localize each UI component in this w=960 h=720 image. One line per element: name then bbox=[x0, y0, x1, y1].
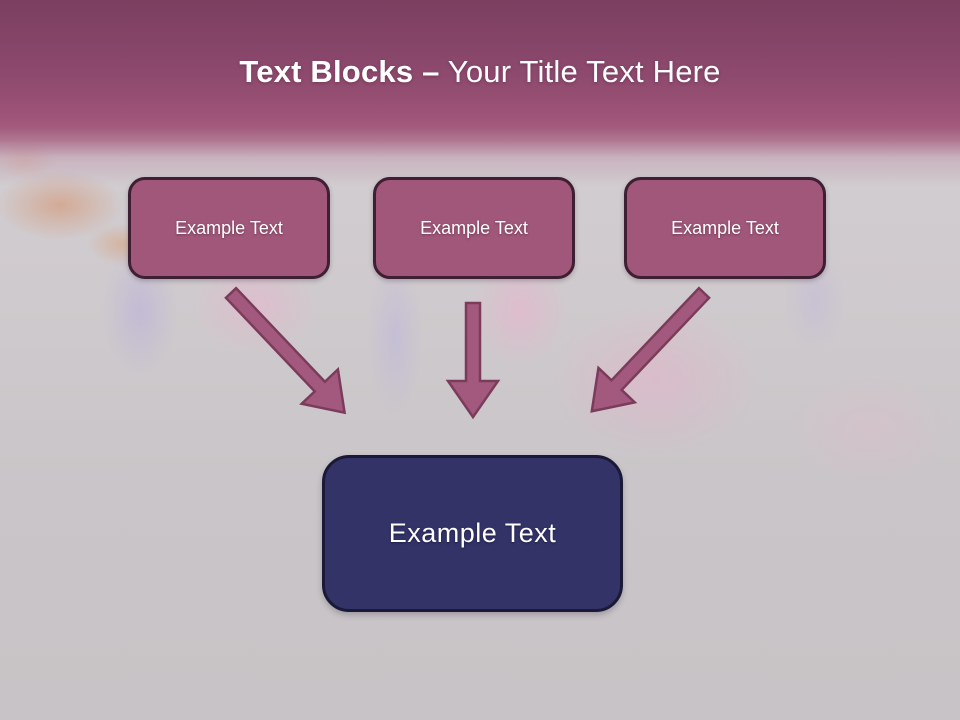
text-block-3[interactable]: Example Text bbox=[624, 177, 826, 279]
text-block-1-label: Example Text bbox=[175, 217, 283, 238]
arrow-down-left-icon[interactable] bbox=[574, 276, 722, 429]
summary-block-label: Example Text bbox=[388, 518, 557, 548]
text-block-2[interactable]: Example Text bbox=[373, 177, 575, 279]
arrow-down-icon[interactable] bbox=[445, 301, 501, 420]
text-block-3-label: Example Text bbox=[671, 217, 779, 238]
title-band bbox=[0, 0, 960, 195]
slide-title[interactable]: Text Blocks – Your Title Text Here bbox=[0, 52, 960, 92]
title-emphasis: Text Blocks – bbox=[239, 54, 440, 89]
arrow-down-right-icon[interactable] bbox=[213, 276, 363, 430]
text-block-2-label: Example Text bbox=[420, 217, 528, 238]
title-remainder: Your Title Text Here bbox=[447, 54, 721, 89]
summary-block[interactable]: Example Text bbox=[322, 455, 623, 612]
text-block-1[interactable]: Example Text bbox=[128, 177, 330, 279]
